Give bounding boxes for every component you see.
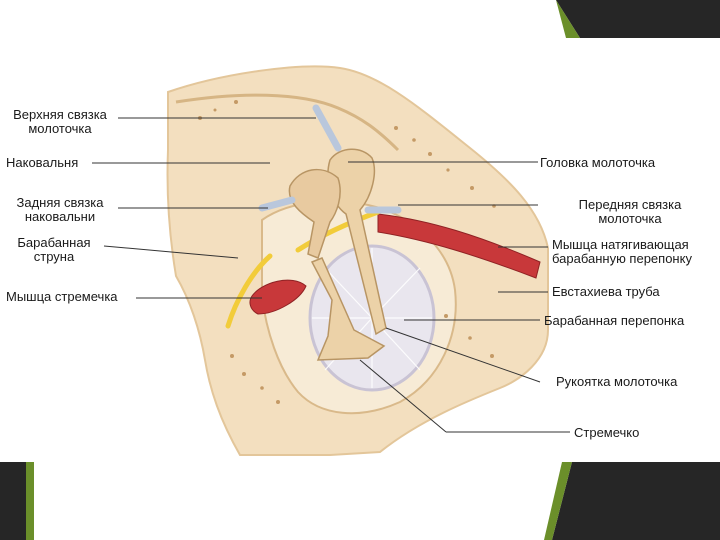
label-chorda-tympani: Барабанная струна [6, 236, 102, 264]
label-tympanic-membrane: Барабанная перепонка [544, 314, 684, 328]
label-incus: Наковальня [6, 156, 78, 170]
label-posterior-incus-ligament: Задняя связка наковальни [6, 196, 114, 224]
label-malleus-handle: Рукоятка молоточка [556, 375, 677, 389]
label-stapes: Стремечко [574, 426, 639, 440]
label-malleus-head: Головка молоточка [540, 156, 655, 170]
label-anterior-malleus-ligament: Передняя связка молоточка [560, 198, 700, 226]
label-tensor-tympani: Мышца натягивающая барабанную перепонку [552, 238, 692, 266]
label-superior-malleus-ligament: Верхняя связка молоточка [6, 108, 114, 136]
label-stapedius-muscle: Мышца стремечка [6, 290, 118, 304]
label-eustachian-tube: Евстахиева труба [552, 285, 660, 299]
